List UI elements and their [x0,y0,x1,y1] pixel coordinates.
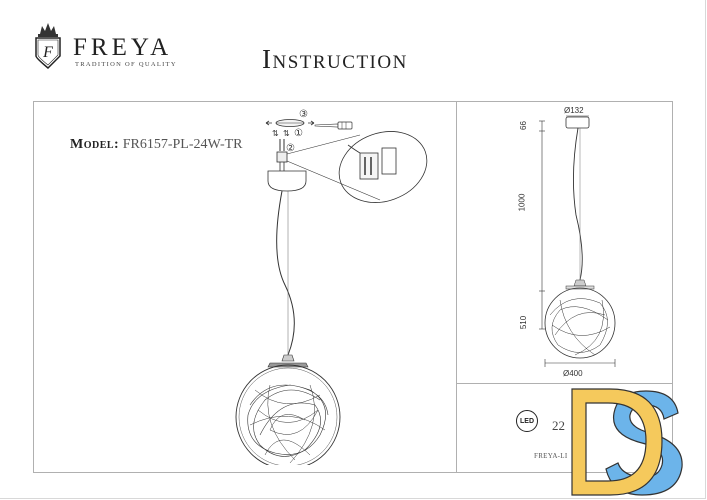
terminal-block-icon [276,151,288,163]
dimension-drawing [539,115,616,367]
watermark-d-letter [571,388,663,496]
ds-watermark-logo [571,388,683,496]
installation-drawing: ⇅ ⇅ ③ ① ② [235,109,428,465]
screwdriver-icon [314,121,353,130]
vertical-divider [456,101,457,473]
led-badge: LED [516,410,538,432]
model-line: Model: FR6157-PL-24W-TR [70,137,243,153]
step-1-marker: ① [294,128,303,139]
canopy-dimension-icon [565,116,590,129]
brand-tagline: TRADITION OF QUALITY [75,61,177,68]
mounting-plate-icon: ⇅ ⇅ [265,119,315,138]
voltage-label: 22 [552,418,565,433]
cable-length-label: 1000 [517,193,527,212]
svg-text:⇅: ⇅ [283,129,290,138]
horizontal-divider [456,383,673,384]
content-frame [33,101,673,473]
svg-text:F: F [42,44,53,61]
model-number: FR6157-PL-24W-TR [122,137,243,152]
terminal-detail-callout [338,131,428,203]
footer-code: FREYA-LI [534,452,568,460]
shade-height-label: 510 [519,315,529,330]
watermark-s-letter [605,390,683,496]
crest-icon: F [35,23,61,70]
step-2-marker: ② [286,143,295,154]
canopy-height-label: 66 [518,121,528,130]
model-label: Model: [70,137,120,152]
svg-text:⇅: ⇅ [272,129,279,138]
canopy-diameter-label: Ø132 [564,106,584,115]
freya-logo: F FREYA TRADITION OF QUALITY [33,20,193,72]
step-3-marker: ③ [299,109,308,120]
globe-dimension-icon [544,287,616,359]
globe-shade-icon [235,364,341,465]
canopy-icon [267,170,307,192]
brand-name: FREYA [73,34,173,61]
page-title: Instruction [262,44,408,74]
shade-diameter-label: Ø400 [563,369,583,378]
